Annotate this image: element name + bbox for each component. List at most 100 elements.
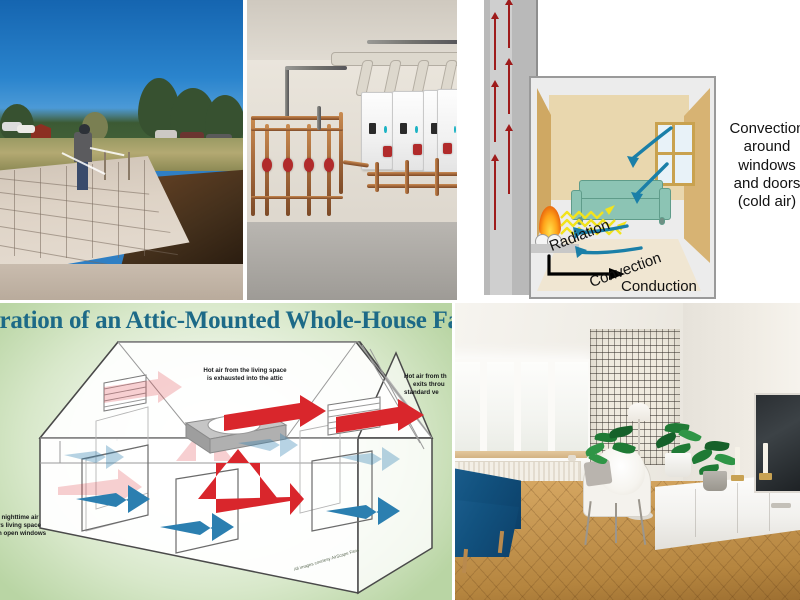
manifold-pump	[262, 158, 272, 172]
potted-plant-left	[583, 425, 639, 467]
hot-air-arrow	[494, 18, 496, 70]
open-windows	[81, 444, 373, 554]
foundation-edge	[0, 264, 243, 300]
hot-air-arrow-head	[505, 0, 513, 5]
sofa-leg	[659, 217, 665, 225]
heater-display	[399, 123, 408, 135]
window-mullion	[658, 152, 692, 155]
candle	[735, 447, 740, 477]
side-note-line-4: (cold air)	[737, 193, 797, 211]
side-note-line-1: Convection	[729, 120, 800, 137]
hot-air-arrow-head	[491, 80, 499, 87]
attic-fan-house-illustration	[38, 341, 434, 595]
rebar-grid	[14, 170, 15, 256]
annotation-left-line-1: l nighttime air	[0, 514, 39, 521]
red-barn	[31, 124, 51, 139]
copper-riser	[405, 160, 409, 194]
rebar-grid	[66, 166, 67, 258]
panel-heat-transfer-diagram: Radiation Convection Conduction Convecti…	[461, 0, 800, 300]
manifold-pump	[324, 158, 334, 172]
annotation-left: l nighttime air rs living space h open w…	[0, 514, 68, 539]
gable-vent-right	[327, 396, 381, 436]
copper-riser	[435, 158, 439, 196]
fireplace-flame	[539, 206, 561, 238]
tankless-water-heater	[392, 91, 424, 171]
annotation-top-line-2: is exhausted into the attic	[207, 375, 283, 383]
side-note-line-3: and doors	[733, 174, 800, 192]
leaf	[608, 425, 634, 439]
rebar-grid	[144, 160, 145, 256]
worker-head	[79, 124, 90, 134]
wall-gas-pipe	[285, 68, 289, 120]
annotation-left-line-2: rs living space	[0, 522, 41, 530]
hot-air-arrow	[494, 86, 496, 142]
panel-construction-site-photo	[0, 0, 243, 300]
room-left-wall	[537, 88, 551, 238]
copper-header-pipe	[367, 184, 457, 188]
label-conduction: Conduction	[621, 278, 697, 295]
attic-fan-unit	[184, 410, 288, 454]
manifold-pump	[283, 158, 293, 172]
floor-lamp-shade	[628, 403, 650, 421]
radiator-valve	[568, 455, 576, 461]
gable-vent-left	[103, 374, 147, 412]
circulator-pump	[443, 143, 452, 154]
copper-manifold-frame	[251, 116, 343, 120]
cool-air-arrow-ghost	[64, 433, 400, 471]
room-cutaway: Radiation Convection	[529, 76, 716, 299]
blue-sofa-seat	[455, 499, 519, 557]
cabinet-seam	[737, 483, 738, 533]
rebar-stake	[104, 150, 106, 180]
heater-indicator	[454, 126, 457, 133]
panel-living-room-photo	[455, 303, 800, 600]
candle-holder	[759, 473, 772, 480]
copper-riser	[375, 162, 379, 192]
parked-vehicle	[155, 130, 177, 140]
fireplace-hearth	[531, 244, 579, 253]
hot-air-arrow	[494, 160, 496, 230]
annotation-right-line-3: standard ve	[404, 389, 439, 397]
hot-air-arrow-ghost	[58, 371, 234, 503]
annotation-right-line-1: Hot air from th	[404, 373, 447, 380]
copper-manifold-crossbar	[251, 196, 343, 199]
candle-holder	[731, 475, 744, 481]
cool-air-arrow	[76, 485, 400, 541]
sofa-arm	[571, 190, 582, 220]
cabinet-seam	[695, 489, 696, 537]
rebar-grid	[92, 164, 93, 258]
copper-manifold-crossbar	[251, 128, 343, 131]
overhead-gas-pipe	[367, 40, 457, 44]
attic-floor-lines	[40, 437, 358, 464]
worker-legs	[77, 158, 88, 190]
panel-attic-fan-diagram: Operation of an Attic-Mounted Whole-Hous…	[0, 303, 452, 600]
circulator-pump	[413, 144, 422, 155]
manifold-standpipe	[317, 106, 321, 130]
roof-ridge-lines	[117, 341, 433, 450]
manifold-pump	[304, 158, 314, 172]
tankless-water-heater	[361, 92, 393, 170]
heater-indicator	[415, 126, 418, 133]
cabinet-seam	[769, 479, 770, 531]
worker-torso	[74, 132, 92, 162]
plant-pot-white	[665, 453, 691, 477]
rebar-grid	[40, 168, 41, 258]
annotation-top-line-1: Hot air from the living space	[203, 367, 287, 374]
hot-air-arrow-head	[505, 124, 513, 131]
copper-header-pipe	[367, 172, 457, 176]
sofa-leg	[577, 217, 583, 225]
annotation-right: Hot air from th exits throu standard ve	[404, 373, 452, 398]
cabinet-handle	[771, 503, 791, 508]
wall-gas-pipe	[285, 66, 347, 70]
hot-air-arrow-head	[491, 12, 499, 19]
rebar-stake	[128, 152, 130, 180]
interior-room-partitions	[85, 406, 341, 532]
tankless-water-heater	[437, 89, 457, 173]
parked-vehicle	[2, 122, 22, 131]
window-mullion	[672, 125, 675, 183]
concrete-floor	[247, 222, 457, 300]
window-mullion	[548, 362, 555, 458]
window	[455, 359, 591, 461]
window-sill	[455, 451, 587, 458]
attic-fan-title: Operation of an Attic-Mounted Whole-Hous…	[0, 307, 452, 334]
window-mullion	[480, 362, 487, 458]
